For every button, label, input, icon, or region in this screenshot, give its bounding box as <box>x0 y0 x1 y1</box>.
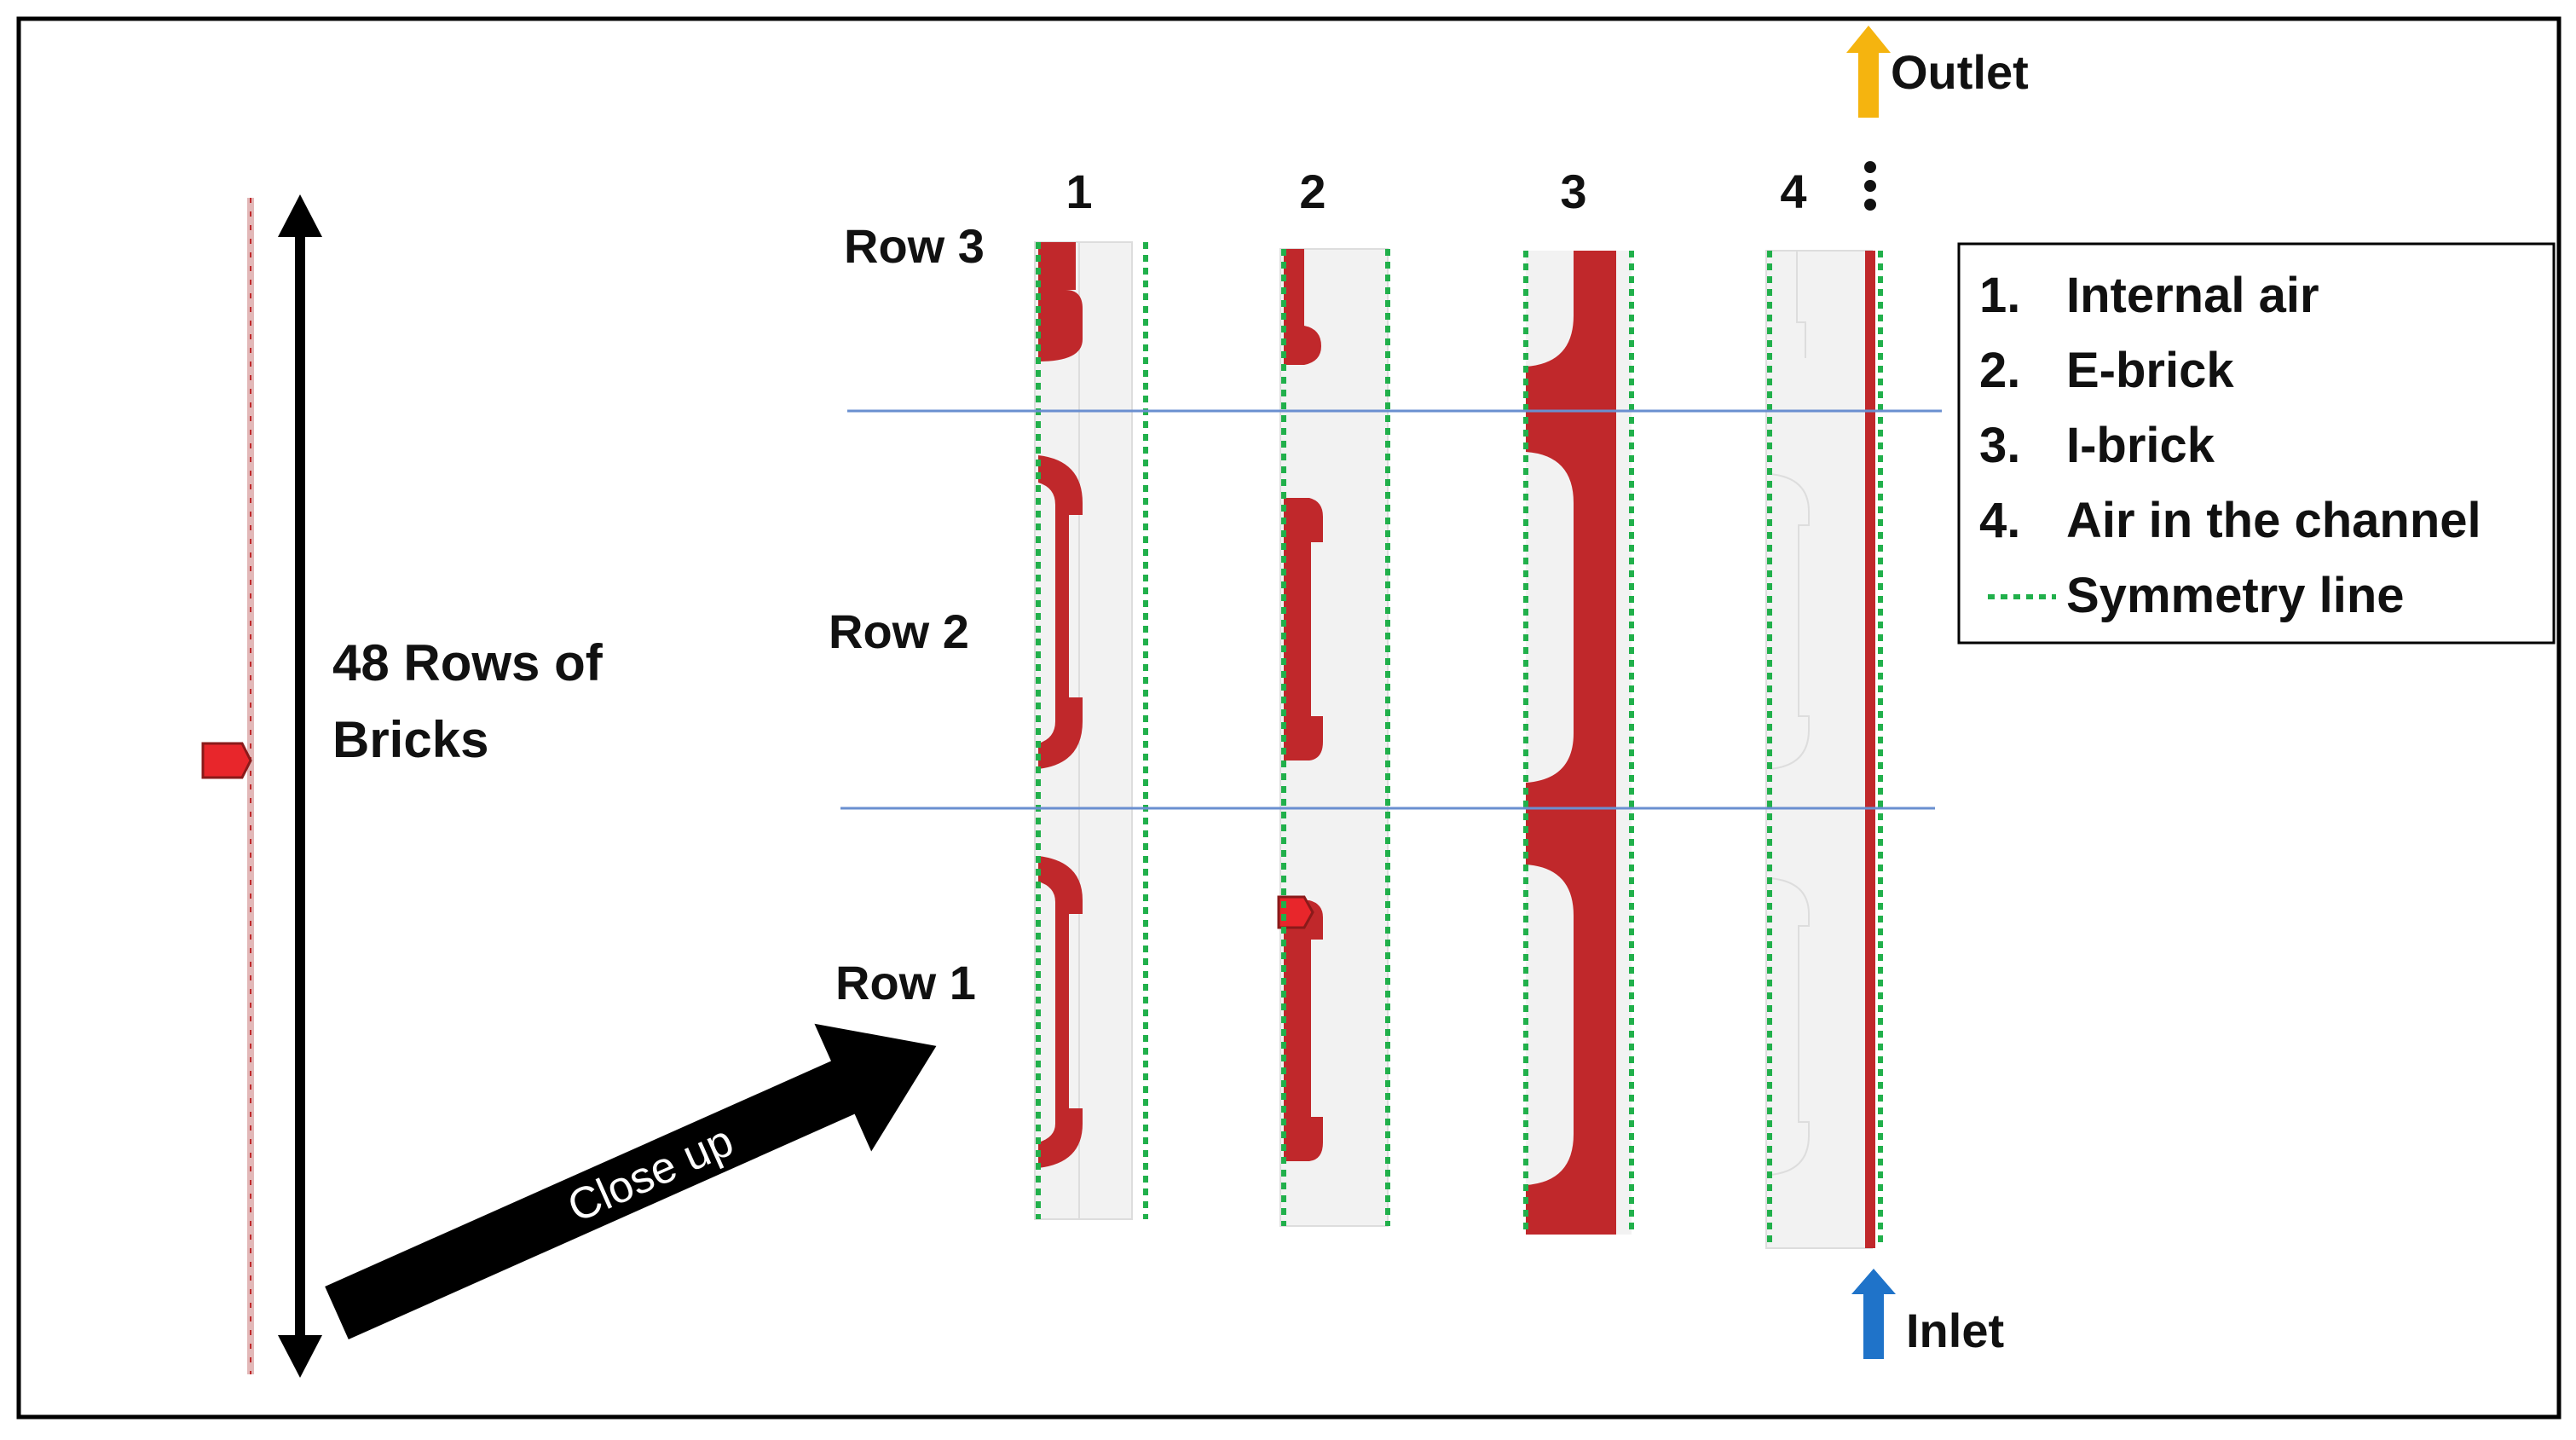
row-label-2: Row 2 <box>829 604 969 658</box>
column-1-internal-air <box>1034 241 1148 1220</box>
overview-marker <box>201 742 252 779</box>
i-brick-body <box>1526 251 1616 1235</box>
legend-symmetry-text: Symmetry line <box>2066 568 2405 623</box>
channel-air-strip <box>1865 251 1875 1248</box>
column-2-e-brick <box>1277 248 1390 1227</box>
column-1-body <box>1034 241 1133 1220</box>
channel-ghost-row3 <box>1770 250 1806 358</box>
column-number-1: 1 <box>1066 165 1092 218</box>
height-double-arrow <box>278 194 322 1378</box>
legend-text-1: Internal air <box>2066 268 2319 323</box>
overview-label-line1: 48 Rows of <box>332 634 604 691</box>
row-label-1: Row 1 <box>835 956 976 1009</box>
legend-text-3: I-brick <box>2066 418 2215 473</box>
air-core-row1-stem <box>1057 882 1066 1142</box>
overview-label-line2: Bricks <box>332 711 488 768</box>
column-number-4: 4 <box>1780 165 1806 218</box>
outlet-arrow <box>1846 26 1891 118</box>
channel-ghost-row2 <box>1769 473 1810 770</box>
legend-box <box>1957 242 2556 645</box>
e-brick-row1 <box>1284 900 1323 1161</box>
legend-text-4: Air in the channel <box>2066 493 2481 548</box>
column-4-body <box>1765 250 1873 1249</box>
legend-num-3: 3. <box>1979 418 2020 473</box>
inlet-label: Inlet <box>1906 1304 2004 1357</box>
column-number-2: 2 <box>1299 165 1326 218</box>
closeup-marker <box>1277 895 1314 929</box>
inlet-arrow <box>1851 1269 1896 1359</box>
legend-num-4: 4. <box>1979 493 2020 548</box>
legend: 1. Internal air 2. E-brick 3. I-brick 4.… <box>1957 242 2556 645</box>
e-brick-row2 <box>1284 498 1323 760</box>
outlet-label: Outlet <box>1891 45 2029 99</box>
air-core-row2-stem <box>1057 483 1066 743</box>
channel-ghost-row1 <box>1769 877 1810 1176</box>
continuation-dots <box>1864 161 1876 211</box>
column-3-i-brick <box>1523 251 1634 1235</box>
legend-num-2: 2. <box>1979 343 2020 398</box>
column-4-channel-air <box>1765 250 1883 1249</box>
legend-text-2: E-brick <box>2066 343 2234 398</box>
legend-num-1: 1. <box>1979 268 2020 323</box>
e-brick-row3 <box>1284 249 1321 365</box>
air-core-row3 <box>1038 242 1083 361</box>
column-number-3: 3 <box>1560 165 1586 218</box>
row-label-3: Row 3 <box>844 219 985 273</box>
